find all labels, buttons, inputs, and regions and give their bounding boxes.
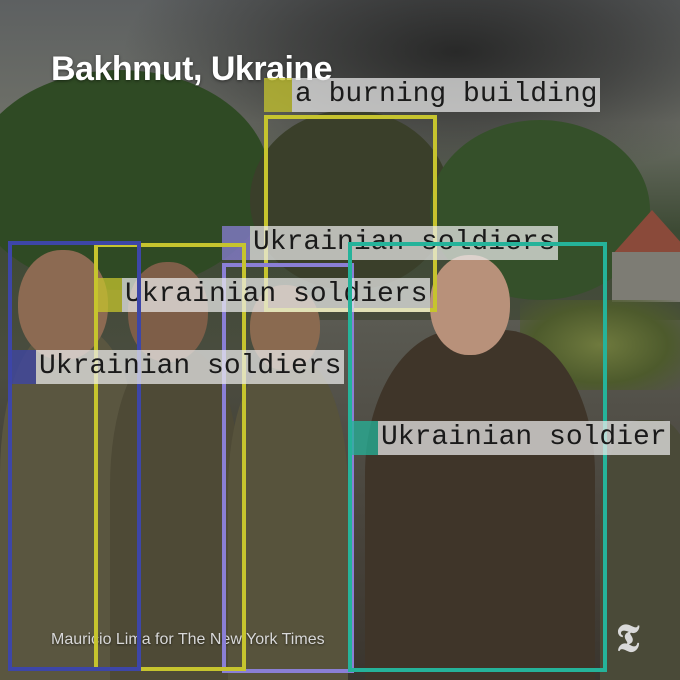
soldier-head — [430, 255, 510, 355]
house-roof — [612, 210, 680, 255]
house-wall — [612, 252, 680, 302]
label-swatch — [8, 350, 36, 384]
bbox-ukrainian-soldiers — [222, 263, 354, 673]
bbox-ukrainian-soldiers — [94, 243, 246, 671]
soldier-figure — [365, 330, 595, 680]
soldier-figure — [228, 360, 348, 680]
photo-credit: Mauricio Lima for The New York Times — [51, 631, 325, 648]
soldier-figure — [600, 420, 680, 680]
soldier-head — [18, 250, 108, 360]
bbox-ukrainian-soldier — [348, 242, 607, 672]
label-swatch — [350, 421, 378, 455]
label-swatch — [94, 278, 122, 312]
nyt-logo: 𝕿 — [616, 618, 640, 660]
soldier-figure — [110, 350, 240, 680]
bbox-label-ukrainian-soldiers: Ukrainian soldiers — [122, 278, 431, 312]
bbox-label-ukrainian-soldier: Ukrainian soldier — [378, 421, 670, 455]
bbox-label-ukrainian-soldiers: Ukrainian soldiers — [36, 350, 345, 384]
label-swatch — [264, 78, 292, 112]
bbox-label-burning-building: a burning building — [292, 78, 601, 112]
bbox-ukrainian-soldiers — [8, 241, 141, 671]
